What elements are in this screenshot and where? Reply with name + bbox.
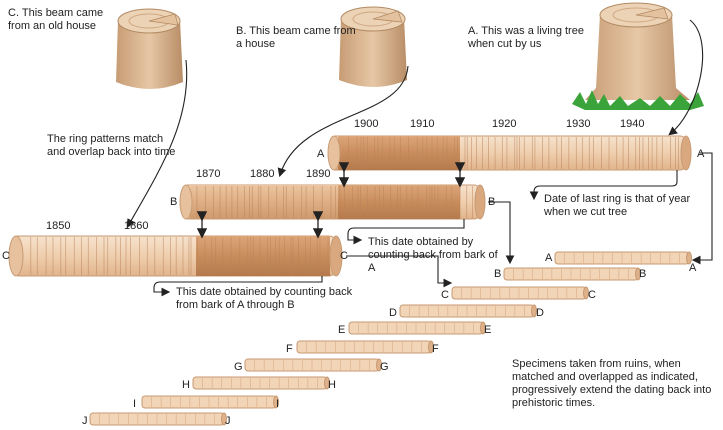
year-label: 1880 [250,168,275,180]
specimen-beam [89,412,227,426]
specimen-j-left-label: J [82,415,88,427]
log-a-right-label: A [697,148,705,160]
arrow-log-a-to-specimen-a [691,152,713,265]
log-b-right-label: B [488,196,496,208]
specimen-beam [554,251,692,265]
arrow-log-b-to-specimen-b [488,201,515,265]
year-label: 1850 [46,220,71,232]
specimen-g-right-label: G [380,361,389,373]
specimen-beam [296,340,434,354]
year-label: 1930 [566,118,591,130]
specimen-beam [451,286,589,300]
ruin-specimen-beams [89,251,692,426]
specimen-a-left-label: A [545,252,553,264]
log-a-left-label: A [317,148,325,160]
log-a [327,135,692,171]
arrow-log-c-to-specimen-c [346,255,453,288]
specimen-i-left-label: I [133,398,137,410]
beam-c-stump [116,8,183,89]
overlap-markers [196,162,466,239]
specimen-beam [141,395,279,409]
year-label: 1860 [124,220,149,232]
specimen-e-right-label: E [484,324,492,336]
caption-beam-b: B. This beam came from a house [236,25,356,50]
specimen-h-left-label: H [182,379,190,391]
note-last-ring: Date of last ring is that of year when w… [544,193,691,218]
beam-b-stump [339,6,407,87]
year-label: 1920 [492,118,517,130]
caption-tree-a: A. This was a living tree when cut by us [468,25,584,50]
arrow-stump-c-to-log-c [126,59,188,228]
specimen-f-left-label: F [286,343,293,355]
specimen-d-left-label: D [389,307,397,319]
specimen-g-left-label: G [234,361,243,373]
note-count-back-ab: This date obtained by counting back from… [176,286,353,311]
specimen-d-right-label: D [536,307,544,319]
year-label: 1870 [196,168,221,180]
note-specimens: Specimens taken from ruins, when matched… [512,358,712,409]
specimen-c-left-label: C [441,289,449,301]
specimen-h-right-label: H [328,379,336,391]
specimen-c-right-label: C [588,289,596,301]
specimen-e-left-label: E [338,324,346,336]
specimen-beam [192,376,330,390]
specimen-a-right-label: A [689,262,697,274]
log-c-left-label: C [2,250,10,262]
log-c [8,235,343,277]
log-b-left-label: B [170,196,178,208]
arrow-stump-b-to-log-b [277,65,409,178]
year-label: 1890 [306,168,331,180]
specimen-b-right-label: B [639,268,647,280]
log-b [179,184,486,220]
arrow-count-back-ab [153,276,323,297]
note-rings-match: The ring patterns match and overlap back… [47,133,176,158]
year-label: 1940 [620,118,645,130]
arrow-stump-a-to-log-a [668,19,704,136]
specimen-j-right-label: J [225,415,231,427]
note-count-back-a: This date obtained by counting back from… [368,236,498,274]
year-label: 1900 [354,118,379,130]
year-label: 1910 [410,118,435,130]
tree-a-stump [572,2,704,110]
specimen-beam [399,304,537,318]
specimen-f-right-label: F [432,343,439,355]
specimen-beam [244,358,382,372]
arrow-count-back-a [347,219,465,245]
specimen-i-right-label: I [276,398,280,410]
caption-beam-c: C. This beam came from an old house [8,7,104,32]
specimen-beam [348,321,486,335]
log-c-right-label: C [340,250,348,262]
specimen-b-left-label: B [494,268,502,280]
arrow-last-ring-note [529,170,678,201]
specimen-beam [503,267,641,281]
